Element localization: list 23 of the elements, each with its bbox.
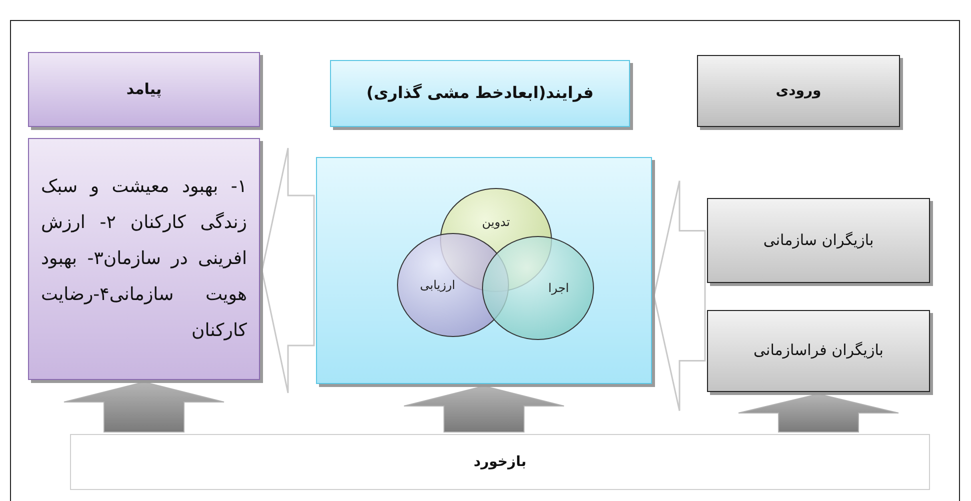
body-text: بازیگران سازمانی	[763, 230, 874, 250]
body-text: بازیگران فراسازمانی	[754, 341, 884, 361]
heading-box	[28, 52, 260, 127]
up-arrow	[738, 393, 899, 432]
circle-label: تدوین	[482, 215, 510, 229]
heading-box	[330, 60, 630, 127]
process-box	[707, 310, 930, 392]
process-box	[707, 198, 930, 283]
up-arrow	[64, 381, 224, 432]
heading-text: ورودی	[776, 82, 822, 100]
heading-text: پیامد	[126, 80, 162, 100]
body-text: ۱- بهبود معیشت و سبک زندگی کارکنان ۲- ارزش افرینی در سازمان۳- بهبود هویت سازمانی۴-رضایت کارکنان	[41, 175, 247, 343]
text-box	[28, 138, 260, 380]
block-arrow	[653, 180, 706, 412]
heading-box	[697, 55, 900, 127]
circle-label: ارزیابی	[420, 278, 456, 292]
circle-label: اجرا	[548, 281, 569, 295]
block-arrow	[261, 147, 315, 394]
process-panel	[316, 157, 652, 384]
heading-text: فرایند(ابعادخط مشی گذاری)	[366, 83, 594, 104]
up-arrow	[404, 385, 564, 432]
heading-text: بازخورد	[474, 452, 526, 472]
feedback-bar	[70, 434, 930, 490]
